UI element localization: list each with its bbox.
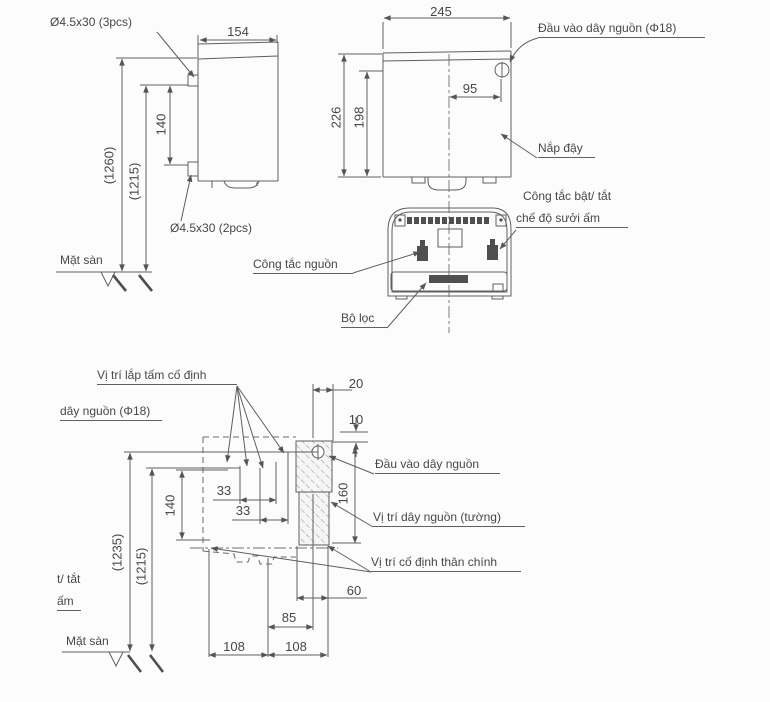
leader-cover xyxy=(500,133,538,159)
leader-screws-bottom xyxy=(180,174,193,222)
leader-body-fix-left xyxy=(210,546,372,573)
leader-body-fix-right xyxy=(327,545,372,573)
heater-switch-label-line1: Công tắc bật/ tắt xyxy=(523,189,612,203)
body-fix-label: Vị trí cố định thân chính xyxy=(371,555,521,572)
leader-filter xyxy=(386,282,427,329)
leader-fixing-plate xyxy=(225,385,285,469)
cord-inlet-label-lower: Đầu vào dây nguồn xyxy=(375,457,500,474)
side-view-dimensions xyxy=(116,31,278,272)
dim-154: 154 xyxy=(227,24,249,39)
dim-140-bottom: 140 xyxy=(162,494,178,517)
floor-label-top: Mặt sàn xyxy=(60,253,103,267)
dim-160: 160 xyxy=(335,482,351,505)
power-switch xyxy=(417,240,428,261)
dim-95: 95 xyxy=(462,81,478,96)
wall-section xyxy=(298,491,330,546)
dim-108a: 108 xyxy=(223,639,245,654)
cover-label: Nắp đậy xyxy=(538,141,595,158)
leader-cord-inlet xyxy=(509,37,539,63)
filter-label: Bộ lọc xyxy=(341,311,387,328)
left-note-line2: ấm xyxy=(57,594,81,611)
dim-33b: 33 xyxy=(235,503,251,518)
dim-140-top: 140 xyxy=(153,113,169,136)
dim-20: 20 xyxy=(348,376,364,391)
filter xyxy=(390,271,508,293)
vent-louvers xyxy=(407,217,489,224)
dim-10: 10 xyxy=(348,412,364,427)
dim-85: 85 xyxy=(281,610,297,625)
dim-245: 245 xyxy=(430,4,452,19)
leader-heater-switch xyxy=(499,229,517,250)
dim-1260: (1260) xyxy=(101,146,117,185)
leader-cord-wall xyxy=(330,501,374,528)
floor-symbol-bottom xyxy=(62,651,165,673)
leader-cord-inlet-lower xyxy=(328,455,375,475)
dim-60: 60 xyxy=(346,583,362,598)
dim-198: 198 xyxy=(351,106,367,129)
fixing-plate-label: Vị trí lắp tấm cố định xyxy=(97,368,237,385)
cord-wall-label: Vị trí dây nguồn (tường) xyxy=(373,510,525,527)
side-view xyxy=(187,41,279,189)
floor-symbol-top xyxy=(56,271,154,292)
power-switch-label: Công tắc nguồn xyxy=(253,257,353,274)
cord-inlet-label-top: Đầu vào dây nguồn (Φ18) xyxy=(538,21,705,38)
dim-226: 226 xyxy=(328,106,344,129)
bottom-view xyxy=(352,207,517,329)
mount-bracket-bottom xyxy=(187,161,199,177)
heater-switch-label-line2: chế độ sưởi ấm xyxy=(516,211,628,228)
install-section xyxy=(124,384,375,658)
front-view-dimensions xyxy=(338,15,539,178)
cord-label: dây nguồn (Φ18) xyxy=(60,404,162,421)
screws-top-label: Ø4.5x30 (3pcs) xyxy=(50,15,133,29)
dim-108b: 108 xyxy=(285,639,307,654)
screws-bottom-label: Ø4.5x30 (2pcs) xyxy=(170,221,253,235)
floor-label-bottom: Mặt sàn xyxy=(66,634,109,648)
dim-1215-bottom: (1215) xyxy=(133,547,149,586)
dim-1215-top: (1215) xyxy=(126,162,142,201)
leader-screws-top xyxy=(156,31,195,78)
heater-switch xyxy=(487,239,498,260)
dim-33a: 33 xyxy=(216,483,232,498)
front-view xyxy=(382,50,512,333)
dim-1235: (1235) xyxy=(109,533,125,572)
left-note-line1: t/ tắt xyxy=(57,572,81,586)
leader-power-switch xyxy=(352,251,421,274)
mount-bracket-top xyxy=(187,74,199,87)
